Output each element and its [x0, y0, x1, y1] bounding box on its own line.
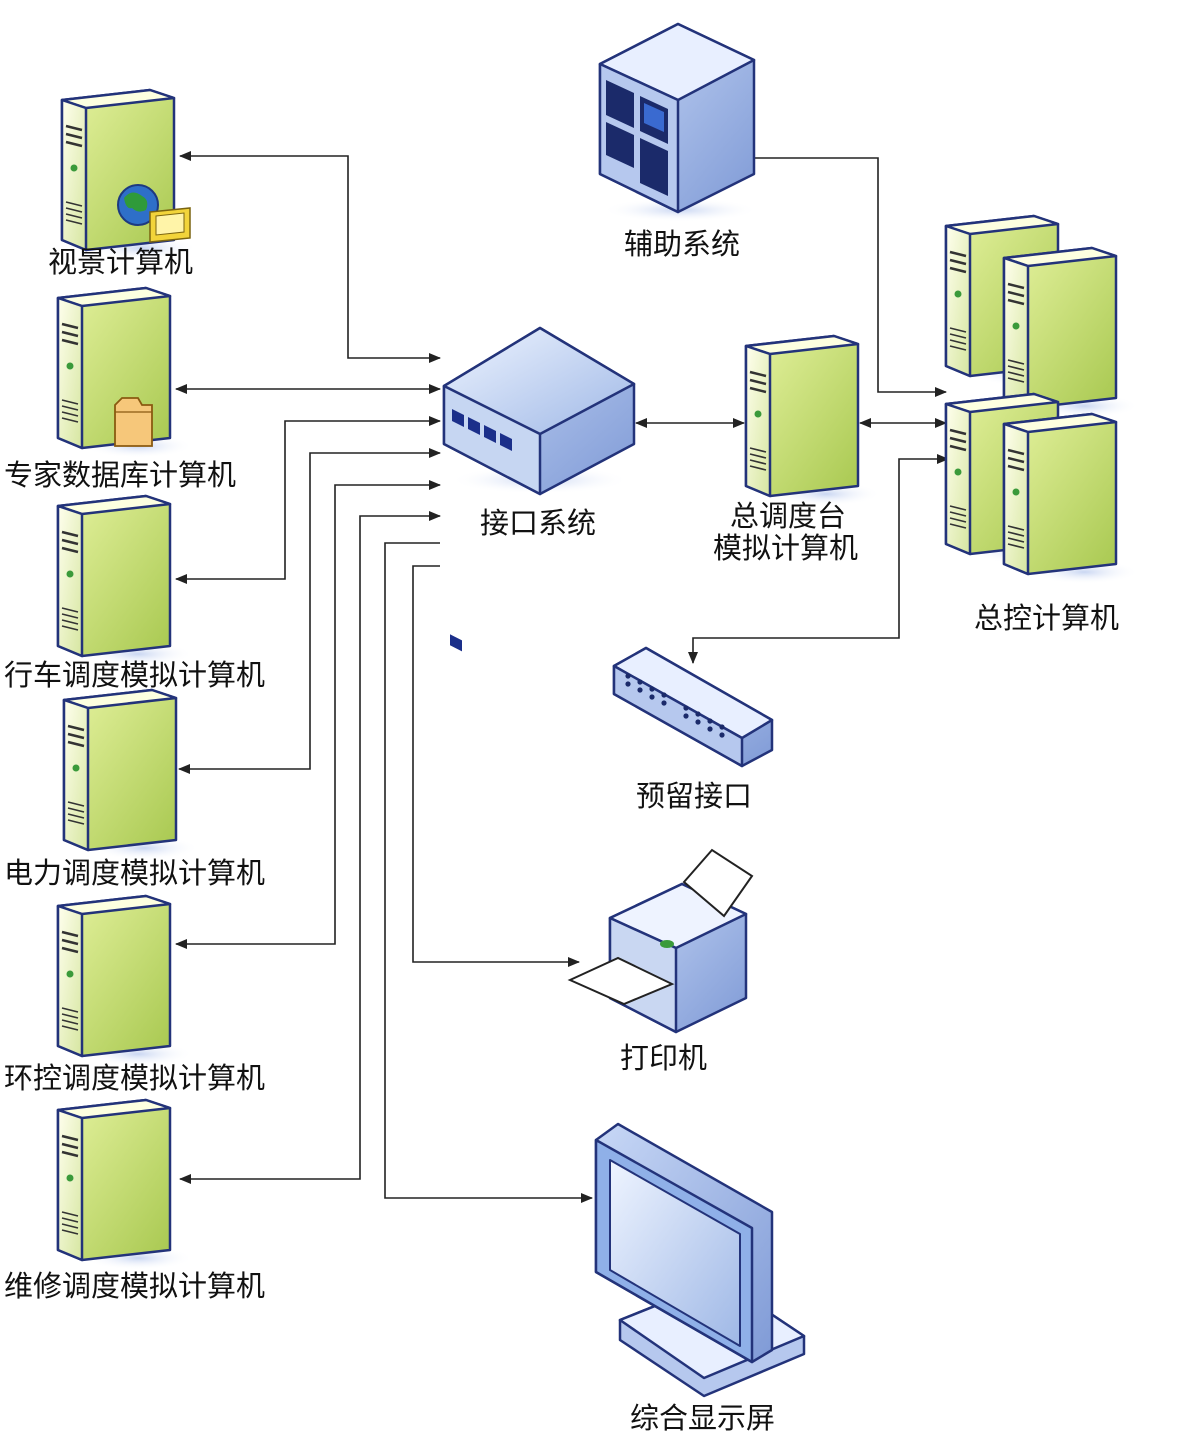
master-computer-label: 总控计算机 [974, 601, 1119, 635]
chief-dispatch-label-line2: 模拟计算机 [713, 531, 858, 565]
chief-dispatch-label-line1: 总调度台 [730, 499, 846, 533]
visual-computer: 视景计算机 [48, 88, 199, 279]
interface-system: 接口系统 [442, 326, 636, 652]
maint-dispatch-computer-label: 维修调度模拟计算机 [4, 1269, 265, 1303]
server-tower-icon [56, 894, 195, 1068]
folder-icon [114, 397, 153, 447]
mainframe-icon [598, 22, 758, 222]
link-aux-master [754, 157, 947, 397]
monitor-icon [594, 1122, 806, 1398]
aux-system: 辅助系统 [598, 22, 758, 261]
link-master-reserved [688, 454, 949, 664]
server-tower-icon [1002, 412, 1141, 586]
visual-computer-label: 视景计算机 [48, 245, 193, 279]
server-tower-icon [56, 1098, 195, 1272]
printer-icon [567, 848, 754, 1034]
reserved-interface: 预留接口 [612, 646, 774, 813]
connectors [175, 151, 949, 1203]
display-screen-label: 综合显示屏 [630, 1401, 775, 1435]
chief-dispatch-computer: 总调度台 模拟计算机 [713, 334, 883, 565]
maint-dispatch-computer: 维修调度模拟计算机 [4, 1098, 265, 1303]
server-tower-icon [62, 688, 201, 862]
link-train-dispatch [175, 416, 441, 584]
link-maint-dispatch [179, 511, 441, 1184]
network-box-icon [442, 326, 636, 652]
network-switch-icon [612, 646, 774, 768]
link-visual [179, 151, 441, 363]
link-power-dispatch [178, 448, 441, 774]
aux-system-label: 辅助系统 [624, 227, 740, 261]
printer-label: 打印机 [620, 1041, 707, 1075]
link-display [384, 542, 593, 1203]
interface-system-label: 接口系统 [480, 506, 596, 540]
display-screen: 综合显示屏 [594, 1122, 806, 1435]
power-dispatch-computer: 电力调度模拟计算机 [4, 688, 265, 890]
globe-icon [117, 184, 191, 243]
env-dispatch-computer: 环控调度模拟计算机 [4, 894, 265, 1095]
server-cluster-icon [944, 214, 1141, 586]
server-tower-icon [1002, 246, 1141, 420]
train-dispatch-computer-label: 行车调度模拟计算机 [4, 658, 265, 692]
reserved-interface-label: 预留接口 [636, 779, 752, 813]
env-dispatch-computer-label: 环控调度模拟计算机 [4, 1061, 265, 1095]
expert-db-computer-label: 专家数据库计算机 [4, 458, 236, 492]
printer: 打印机 [567, 848, 754, 1075]
train-dispatch-computer: 行车调度模拟计算机 [4, 494, 265, 692]
server-tower-icon [56, 494, 195, 668]
link-printer [412, 565, 580, 967]
expert-db-computer: 专家数据库计算机 [4, 286, 236, 492]
power-dispatch-computer-label: 电力调度模拟计算机 [4, 856, 265, 890]
server-tower-icon [744, 334, 883, 508]
master-computer: 总控计算机 [944, 214, 1141, 635]
